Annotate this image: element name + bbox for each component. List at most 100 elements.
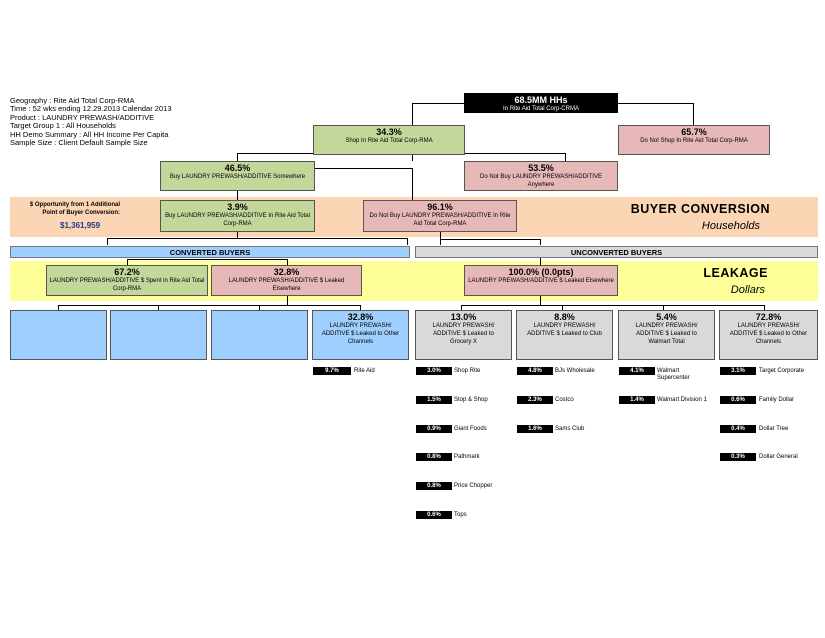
connector: [158, 305, 159, 310]
not-shop-value: 65.7%: [681, 127, 707, 137]
connector: [315, 168, 412, 169]
channel-other-converted-box: 32.8% LAUNDRY PREWASH/ ADDITIVE $ Leaked…: [312, 310, 409, 360]
retailer-pct: 1.5%: [416, 396, 452, 404]
channel-club-box: 8.8% LAUNDRY PREWASH/ ADDITIVE $ Leaked …: [516, 310, 613, 360]
connector: [107, 238, 108, 245]
retailer-name: Costco: [555, 397, 574, 403]
not-buy-anywhere-label: Do Not Buy LAUNDRY PREWASH/ADDITIVE Anyw…: [480, 174, 602, 188]
connector: [412, 103, 465, 104]
connector: [407, 238, 408, 245]
retailer-name: BJs Wholesale: [555, 368, 595, 374]
retailer-pct: 0.8%: [416, 482, 452, 490]
converted-buyers-header: CONVERTED BUYERS: [10, 246, 410, 258]
buy-in-retailer-box: 3.9% Buy LAUNDRY PREWASH/ADDITIVE In Rit…: [160, 200, 315, 232]
info-demo-summary: HH Demo Summary : All HH Income Per Capi…: [10, 129, 169, 139]
retailer-pct: 4.1%: [619, 367, 655, 375]
connector: [461, 305, 764, 306]
connector: [287, 296, 288, 305]
root-total-hh-box: 68.5MM HHs In Rite Aid Total Corp-CRMA: [464, 93, 618, 113]
info-sample-size: Sample Size : Client Default Sample Size: [10, 138, 148, 148]
retailer-name: Target Corporate: [759, 368, 805, 374]
report-info: Geography : Rite Aid Total Corp-RMA Time…: [10, 96, 172, 148]
connector: [440, 239, 540, 240]
buy-in-retailer-label: Buy LAUNDRY PREWASH/ADDITIVE In Rite Aid…: [165, 213, 310, 227]
connector: [540, 296, 541, 305]
channel-value: 5.4%: [656, 312, 677, 322]
unconverted-leaked-box: 100.0% (0.0pts) LAUNDRY PREWASH/ADDITIVE…: [464, 265, 618, 296]
connector: [360, 305, 361, 310]
opportunity-value: $1,361,959: [60, 221, 101, 230]
not-shop-label: Do Not Shop In Rite Aid Total Corp-RMA: [640, 138, 748, 144]
root-label: In Rite Aid Total Corp-CRMA: [503, 106, 579, 112]
leaked-elsewhere-label: LAUNDRY PREWASH/ADDITIVE $ Leaked Elsewh…: [228, 278, 345, 292]
not-buy-in-retailer-box: 96.1% Do Not Buy LAUNDRY PREWASH/ADDITIV…: [363, 200, 517, 232]
blank-channel-box: [10, 310, 107, 360]
connector: [461, 305, 462, 310]
channel-label: LAUNDRY PREWASH/ ADDITIVE $ Leaked to Ot…: [729, 323, 808, 345]
not-buy-anywhere-value: 53.5%: [528, 163, 554, 173]
connector: [562, 305, 563, 310]
connector: [287, 259, 288, 266]
buyer-conversion-subtitle: Households: [701, 220, 760, 232]
info-target-group: Target Group 1 : All Households: [10, 121, 116, 131]
connector: [618, 103, 693, 104]
retailer-pct: 0.4%: [720, 425, 756, 433]
connector: [237, 153, 238, 161]
channel-label: LAUNDRY PREWASH/ ADDITIVE $ Leaked to Ot…: [321, 323, 400, 345]
channel-value: 8.8%: [554, 312, 575, 322]
retailer-name: Walmart Division 1: [657, 397, 707, 403]
connector: [693, 103, 694, 125]
retailer-pct: 0.3%: [720, 453, 756, 461]
info-time: Time : 52 wks ending 12.29.2013 Calendar…: [10, 104, 172, 114]
unconverted-leaked-label: LAUNDRY PREWASH/ADDITIVE $ Leaked Elsewh…: [468, 278, 614, 284]
info-geography: Geography : Rite Aid Total Corp-RMA: [10, 96, 135, 105]
unconverted-buyers-header: UNCONVERTED BUYERS: [415, 246, 818, 258]
channel-grocery-box: 13.0% LAUNDRY PREWASH/ ADDITIVE $ Leaked…: [415, 310, 512, 360]
retailer-name: Price Chopper: [454, 483, 493, 489]
channel-value: 72.8%: [755, 312, 782, 322]
channel-other-unconverted-box: 72.8% LAUNDRY PREWASH/ ADDITIVE $ Leaked…: [719, 310, 818, 360]
retailer-pct: 0.6%: [720, 396, 756, 404]
retailer-pct: 1.6%: [517, 425, 553, 433]
retailer-pct: 0.8%: [416, 453, 452, 461]
connector: [237, 232, 238, 238]
retailer-name: Dollar General: [759, 454, 798, 460]
channel-value: 32.8%: [347, 312, 374, 322]
channel-walmart-box: 5.4% LAUNDRY PREWASH/ ADDITIVE $ Leaked …: [618, 310, 715, 360]
opportunity-text: $ Opportunity from 1 Additional Point of…: [29, 202, 120, 216]
connector: [540, 258, 541, 266]
retailer-name: Giant Foods: [454, 426, 487, 432]
connector: [412, 155, 413, 161]
connector: [540, 239, 541, 245]
retailer-name: Family Dollar: [759, 397, 795, 403]
blank-channel-box: [211, 310, 308, 360]
retailer-pct: 3.0%: [416, 367, 452, 375]
connector: [412, 103, 413, 125]
connector: [237, 191, 238, 200]
buy-somewhere-box: 46.5% Buy LAUNDRY PREWASH/ADDITIVE Somew…: [160, 161, 315, 191]
shop-value: 34.3%: [376, 127, 402, 137]
connector: [127, 259, 287, 260]
leaked-elsewhere-value: 32.8%: [273, 267, 300, 277]
retailer-name: Sams Club: [555, 426, 585, 432]
retailer-pct: 0.9%: [416, 425, 452, 433]
connector: [764, 305, 765, 310]
shop-box: 34.3% Shop In Rite Aid Total Corp-RMA: [313, 125, 465, 155]
retailer-name: Dollar Tree: [759, 426, 789, 432]
not-buy-in-retailer-value: 96.1%: [427, 202, 453, 212]
retailer-name: Walmart Supercenter: [657, 368, 690, 381]
connector: [58, 305, 360, 306]
retailer-pct: 0.6%: [416, 511, 452, 519]
spent-in-retailer-box: 67.2% LAUNDRY PREWASH/ADDITIVE $ Spent i…: [46, 265, 208, 296]
not-shop-box: 65.7% Do Not Shop In Rite Aid Total Corp…: [618, 125, 770, 155]
retailer-name: Shop Rite: [454, 368, 481, 374]
channel-label: LAUNDRY PREWASH/ ADDITIVE $ Leaked to Wa…: [635, 323, 698, 345]
retailer-pct: 2.3%: [517, 396, 553, 404]
buyer-conversion-title: BUYER CONVERSION: [630, 202, 770, 216]
retailer-pct: 4.8%: [517, 367, 553, 375]
connector: [58, 305, 59, 310]
connector: [663, 305, 664, 310]
connector: [412, 168, 413, 200]
connector: [440, 232, 441, 245]
spent-in-retailer-label: LAUNDRY PREWASH/ADDITIVE $ Spent in Rite…: [49, 278, 205, 292]
